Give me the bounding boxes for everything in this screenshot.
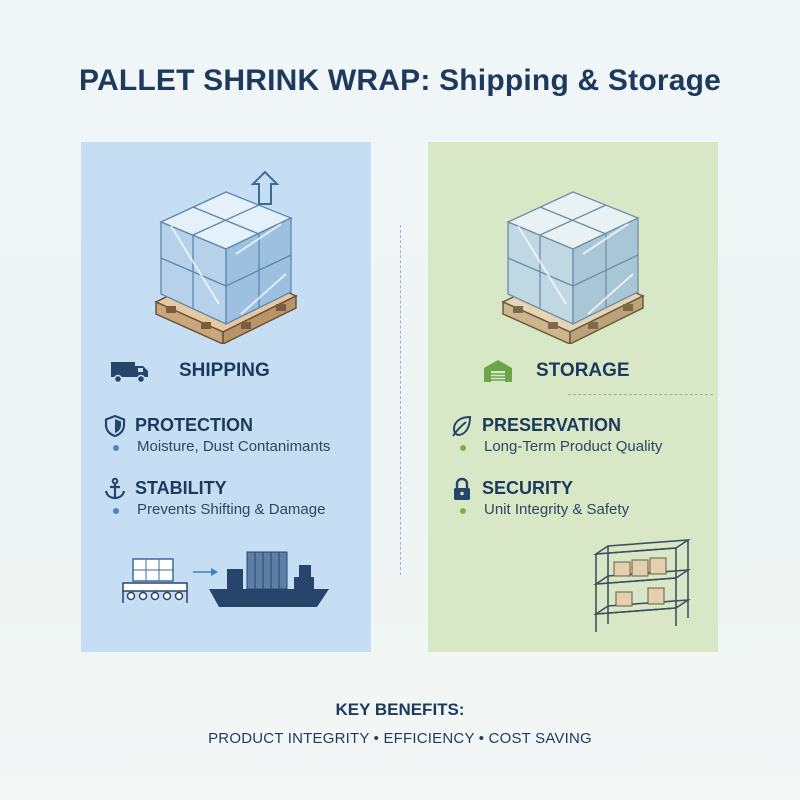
conveyor-to-ship-illustration (122, 551, 329, 607)
storage-section-header: STORAGE (428, 354, 718, 395)
page-title: PALLET SHRINK WRAP: Shipping & Storage (78, 64, 722, 97)
bullet-dot (460, 445, 466, 451)
section-rule (568, 394, 713, 395)
feature-title: PROTECTION (135, 415, 254, 435)
conveyor-belt-icon (122, 558, 188, 603)
up-arrow-icon (250, 170, 280, 205)
shipping-panel: SHIPPING PROTECTION Moisture, Dust Conta… (81, 142, 371, 652)
feature-description: Long-Term Product Quality (484, 438, 663, 455)
warehouse-shelf-illustration (593, 538, 691, 632)
lock-icon (454, 477, 470, 500)
truck-icon (111, 362, 148, 384)
leaf-icon (452, 415, 472, 437)
feature-description: Unit Integrity & Safety (484, 501, 630, 518)
cargo-ship-icon (209, 551, 329, 607)
shield-icon (104, 414, 126, 438)
warehouse-icon (484, 360, 512, 382)
wrapped-pallet-illustration (501, 191, 645, 344)
feature-title: SECURITY (482, 478, 574, 498)
storage-panel: STORAGE PRESERVATION Long-Term Product Q… (428, 142, 718, 652)
panel-divider (400, 225, 401, 575)
storage-heading: STORAGE (536, 360, 630, 381)
arrow-right-icon (193, 568, 218, 576)
bullet-dot (113, 508, 119, 514)
bullet-dot (113, 445, 119, 451)
benefits-list: PRODUCT INTEGRITY • EFFICIENCY • COST SA… (208, 730, 592, 747)
wrapped-pallet-illustration (154, 170, 298, 344)
feature-description: Moisture, Dust Contanimants (137, 438, 331, 455)
shipping-section-header: SHIPPING (81, 354, 371, 388)
bullet-dot (460, 508, 466, 514)
shipping-heading: SHIPPING (179, 360, 270, 381)
wrapped-box-stack (506, 191, 640, 326)
wrapped-box-stack (159, 191, 293, 326)
feature-title: PRESERVATION (482, 415, 622, 435)
feature-description: Prevents Shifting & Damage (137, 501, 326, 518)
anchor-icon (104, 477, 126, 500)
benefits-title: KEY BENEFITS: (335, 700, 465, 719)
feature-title: STABILITY (135, 478, 227, 498)
